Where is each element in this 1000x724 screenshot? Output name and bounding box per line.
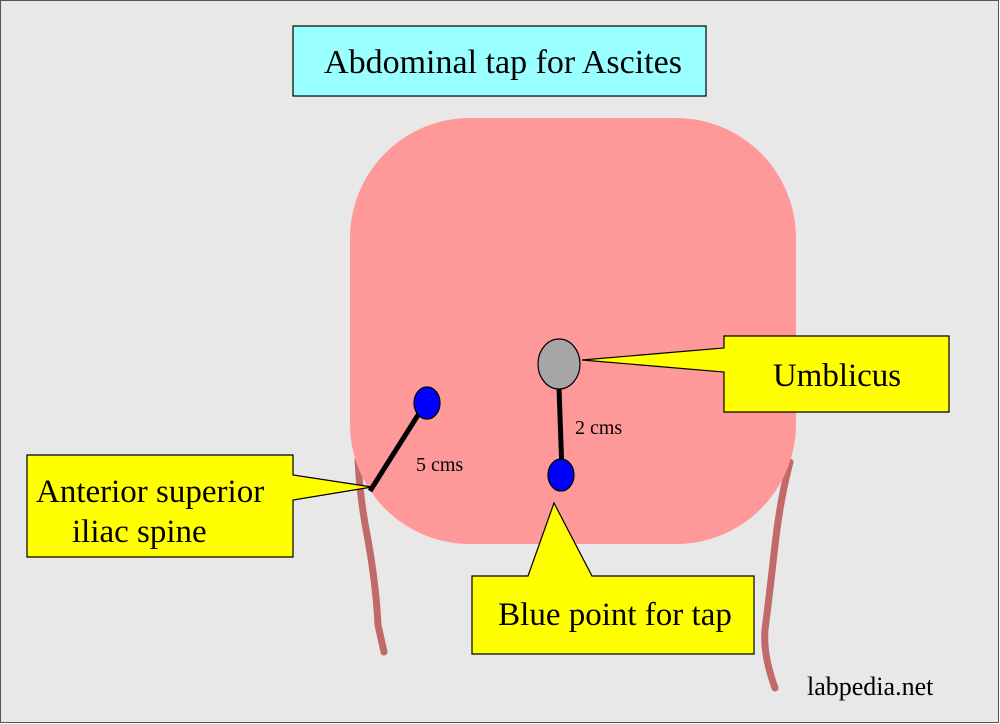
asis-point bbox=[413, 386, 441, 420]
umbilicus-to-tap-distance: 2 cms bbox=[575, 417, 622, 439]
abdomen-shape bbox=[350, 118, 796, 544]
asis-label-line2: iliac spine bbox=[72, 514, 207, 550]
asis-callout bbox=[26, 454, 373, 558]
title: Abdominal tap for Ascites bbox=[324, 44, 682, 81]
tap-point bbox=[547, 458, 575, 492]
asis-to-tap-distance: 5 cms bbox=[416, 454, 463, 476]
asis-label-line1: Anterior superior bbox=[36, 474, 264, 510]
asis-to-tap-line bbox=[367, 402, 428, 493]
tap-point-callout bbox=[471, 501, 755, 655]
umbilicus-label: Umblicus bbox=[773, 358, 901, 394]
tap-point-label: Blue point for tap bbox=[498, 597, 732, 633]
title-box bbox=[292, 25, 707, 97]
right-leg-line bbox=[761, 458, 794, 692]
watermark: labpedia.net bbox=[807, 672, 934, 701]
umbilicus-to-tap-line bbox=[556, 387, 565, 473]
umbilicus-marker bbox=[537, 338, 581, 390]
umbilicus-callout bbox=[581, 335, 950, 413]
